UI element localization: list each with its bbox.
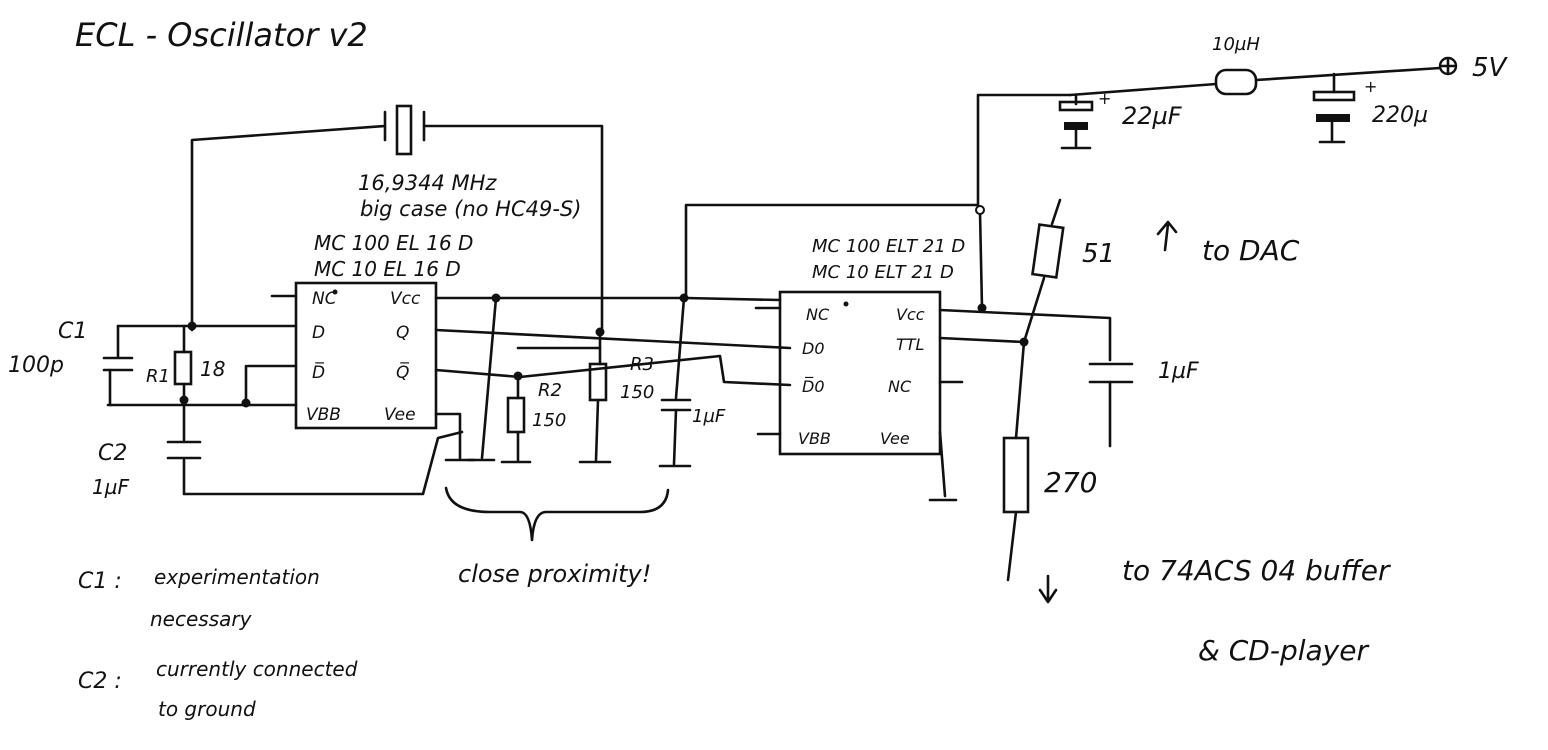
ic1-pin-nc: NC (312, 289, 337, 309)
ic1-pin-vcc: Vcc (390, 289, 421, 309)
c2-label: C2 (98, 441, 127, 466)
ic1-chip (294, 281, 438, 430)
ic2-pin-vbb: VBB (798, 429, 831, 448)
c1-capacitor (102, 324, 194, 407)
ic2-chip (778, 290, 942, 456)
c1-note-label: C1 : (78, 569, 122, 594)
to-buffer-note: to 74ACS 04 buffer (1122, 554, 1391, 587)
c1-note-line2: necessary (150, 607, 253, 631)
r4-value: 51 (1082, 239, 1115, 269)
c2-value: 1µF (92, 475, 129, 499)
r2-resistor (500, 375, 532, 464)
c5-capacitor (1058, 93, 1094, 150)
crystal-package: big case (no HC49-S) (360, 197, 581, 221)
ic1-pin-qbar: Q̅ (396, 361, 410, 383)
to-dac-note: to DAC (1202, 234, 1300, 267)
arrow-down-icon (1038, 574, 1058, 604)
supply-voltage: 5V (1472, 53, 1509, 83)
c2-note-line1: currently connected (156, 657, 358, 681)
c1-note-line1: experimentation (154, 565, 320, 589)
l1-inductor (1214, 68, 1258, 96)
c2-note-label: C2 : (78, 669, 122, 694)
c2-note-line2: to ground (158, 697, 256, 721)
ic1-name-line1: MC 100 EL 16 D (314, 231, 473, 255)
r1-value: 18 (200, 357, 225, 381)
ic1-pin-dbar: D̅ (312, 361, 325, 383)
r1-label: R1 (146, 366, 170, 387)
ic2-name-line2: MC 10 ELT 21 D (812, 262, 954, 283)
c1-label: C1 (58, 319, 87, 344)
l1-value: 10µH (1212, 34, 1260, 55)
ic1-name-line2: MC 10 EL 16 D (314, 257, 461, 281)
c2-capacitor (166, 403, 464, 496)
ic2-pin-nc2: NC (888, 377, 912, 396)
ic2-pin-vcc: Vcc (896, 305, 925, 324)
r2-value: 150 (532, 410, 566, 431)
c6-capacitor (1312, 72, 1356, 144)
r3-value: 150 (620, 382, 654, 403)
r3-resistor (578, 330, 612, 464)
ic2-pin-ttl: TTL (896, 335, 924, 354)
crystal-frequency: 16,9344 MHz (358, 171, 497, 195)
diagram-title: ECL - Oscillator v2 (75, 16, 368, 54)
ic2-pin-nc: NC (806, 305, 830, 324)
r3-label: R3 (630, 354, 654, 375)
cd-player-note: & CD-player (1198, 634, 1369, 667)
ic1-pin-vbb: VBB (306, 405, 341, 425)
r5-value: 270 (1044, 466, 1097, 499)
crystal (190, 104, 604, 334)
r2-label: R2 (538, 380, 562, 401)
arrow-up-icon (1156, 220, 1178, 252)
c6-value: 220µ (1372, 103, 1428, 128)
ic2-pin-vee: Vee (880, 429, 910, 448)
supply-terminal-icon (1438, 56, 1458, 76)
c3-capacitor (658, 296, 692, 468)
proximity-brace (444, 486, 670, 542)
ic1-pin-q: Q (396, 323, 409, 343)
c6-plus: + (1364, 77, 1377, 96)
r5-resistor (1002, 340, 1030, 582)
ic1-pin-d: D (312, 323, 325, 343)
c5-value: 22µF (1122, 102, 1183, 130)
c1-value: 100p (8, 353, 64, 378)
r4-resistor (1031, 198, 1065, 279)
c3-value: 1µF (692, 406, 726, 427)
close-proximity-note: close proximity! (458, 560, 651, 588)
ic1-pin-vee: Vee (384, 405, 416, 425)
ic2-pin-d0: D0 (802, 339, 825, 358)
r1-resistor (173, 324, 193, 407)
c4-capacitor (1088, 362, 1134, 448)
c4-value: 1µF (1158, 359, 1199, 384)
ic2-pin-d0bar: D̅0 (802, 377, 825, 396)
ic2-name-line1: MC 100 ELT 21 D (812, 236, 965, 257)
